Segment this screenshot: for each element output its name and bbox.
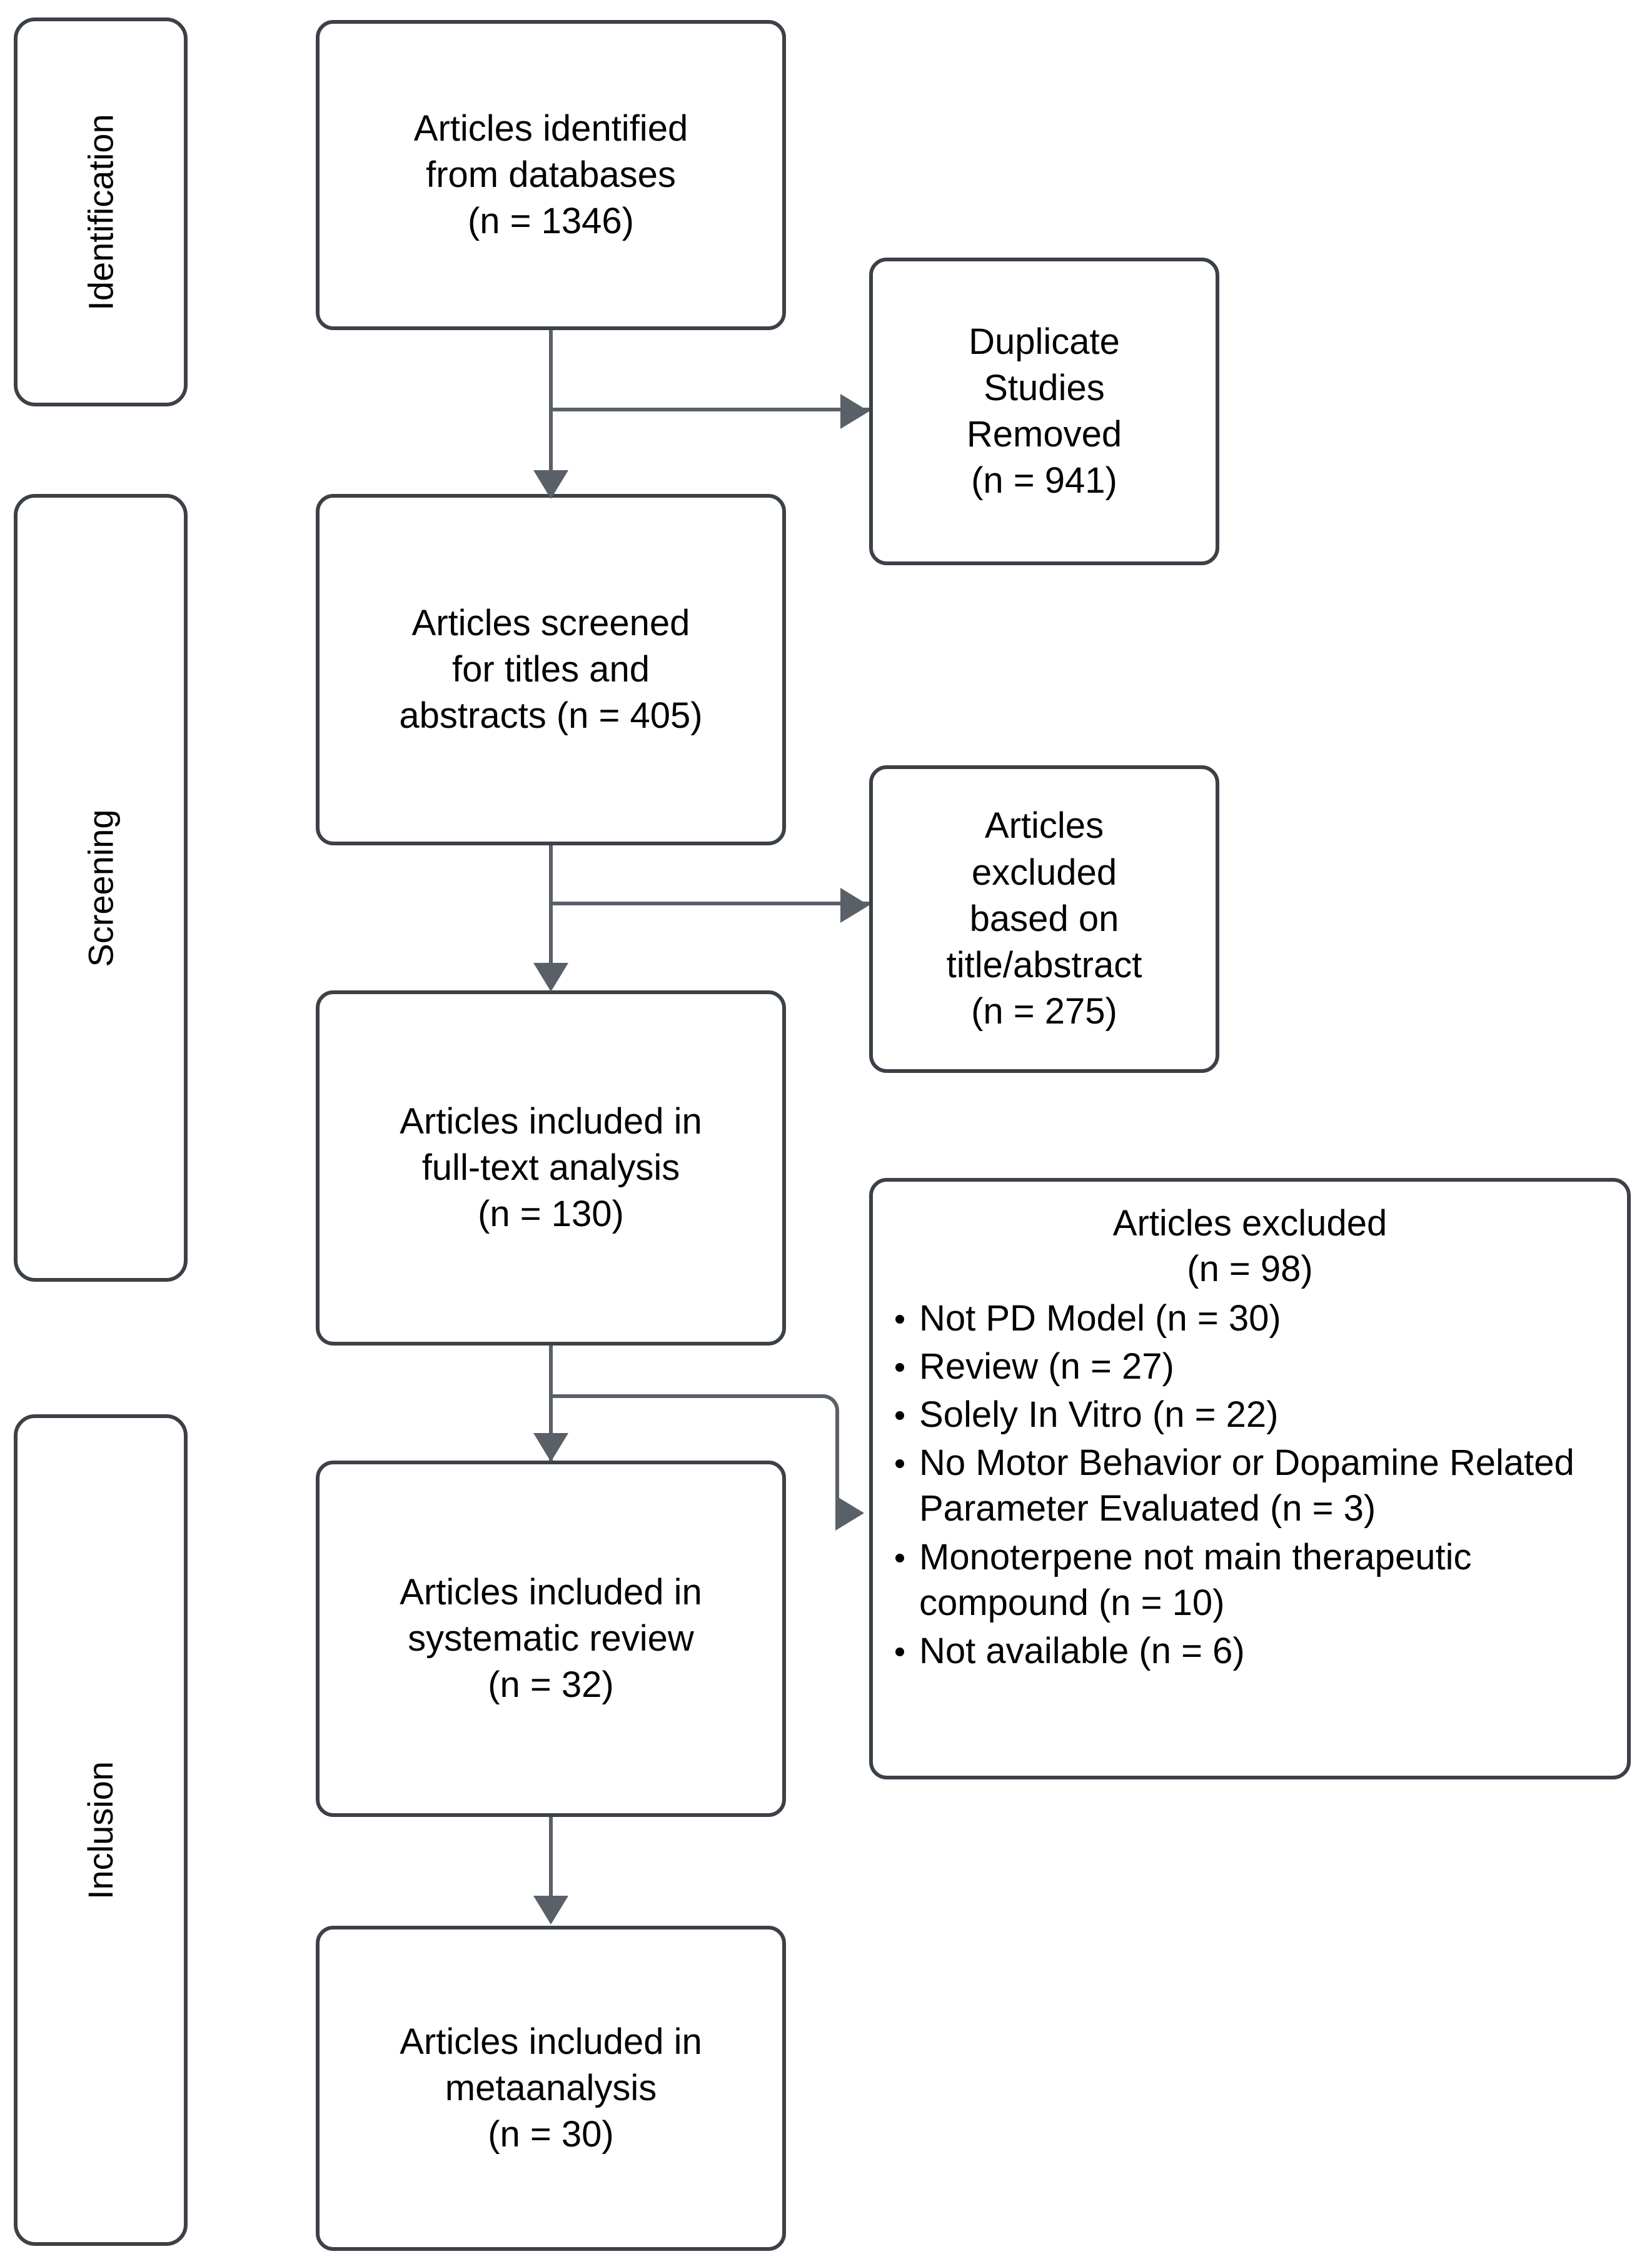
list-item: Monoterpene not main therapeutic compoun… [889, 1534, 1611, 1626]
stage-rail-identification: Identification [14, 18, 188, 406]
node-articles-excluded: Articles excluded (n = 98) Not PD Model … [869, 1178, 1631, 1779]
node-excluded-title-abstract: Articles excluded based on title/abstrac… [869, 765, 1219, 1073]
articles-excluded-reason-list: Not PD Model (n = 30) Review (n = 27) So… [889, 1296, 1611, 1674]
node-articles-identified-text: Articles identified from databases (n = … [413, 108, 688, 242]
arrow-to-systematic-review [533, 1433, 568, 1462]
connector-branch-to-title-abstract-elbow [549, 902, 869, 927]
node-systematic-review: Articles included in systematic review (… [316, 1461, 786, 1817]
connector-branch-to-excluded-elbow [549, 1394, 839, 1513]
node-articles-identified: Articles identified from databases (n = … [316, 20, 786, 330]
node-systematic-review-text: Articles included in systematic review (… [400, 1571, 702, 1706]
node-fulltext-analysis: Articles included in full-text analysis … [316, 990, 786, 1346]
node-metaanalysis: Articles included in metaanalysis (n = 3… [316, 1926, 786, 2251]
list-item: Not PD Model (n = 30) [889, 1296, 1611, 1341]
arrow-to-metaanalysis [533, 1896, 568, 1924]
stage-label-inclusion: Inclusion [81, 1761, 121, 1899]
list-item: Solely In Vitro (n = 22) [889, 1392, 1611, 1437]
stage-label-screening: Screening [81, 808, 121, 967]
node-excluded-title-abstract-text: Articles excluded based on title/abstrac… [946, 805, 1142, 1032]
arrow-to-duplicates [840, 394, 869, 429]
node-articles-screened-text: Articles screened for titles and abstrac… [399, 602, 703, 737]
node-duplicates-removed-text: Duplicate Studies Removed (n = 941) [966, 321, 1122, 501]
arrow-to-screened [533, 470, 568, 499]
arrow-to-articles-excluded [835, 1496, 864, 1531]
articles-excluded-heading: Articles excluded (n = 98) [1112, 1203, 1388, 1290]
connector-branch-to-duplicates-elbow [549, 408, 869, 433]
node-fulltext-analysis-text: Articles included in full-text analysis … [400, 1100, 702, 1235]
stage-label-identification: Identification [81, 113, 121, 311]
connector-screened-to-fulltext-stem [549, 845, 553, 984]
stage-rail-inclusion: Inclusion [14, 1414, 188, 2246]
node-duplicates-removed: Duplicate Studies Removed (n = 941) [869, 258, 1219, 565]
list-item: Not available (n = 6) [889, 1628, 1611, 1674]
node-metaanalysis-text: Articles included in metaanalysis (n = 3… [400, 2021, 702, 2155]
arrow-to-fulltext [533, 963, 568, 992]
connector-review-to-metaanalysis-stem [549, 1817, 553, 1901]
list-item: Review (n = 27) [889, 1344, 1611, 1389]
stage-rail-screening: Screening [14, 494, 188, 1282]
node-articles-screened: Articles screened for titles and abstrac… [316, 494, 786, 845]
arrow-to-title-abstract-excluded [840, 888, 869, 923]
connector-identified-to-screened-stem [549, 330, 553, 481]
list-item: No Motor Behavior or Dopamine Related Pa… [889, 1440, 1611, 1531]
